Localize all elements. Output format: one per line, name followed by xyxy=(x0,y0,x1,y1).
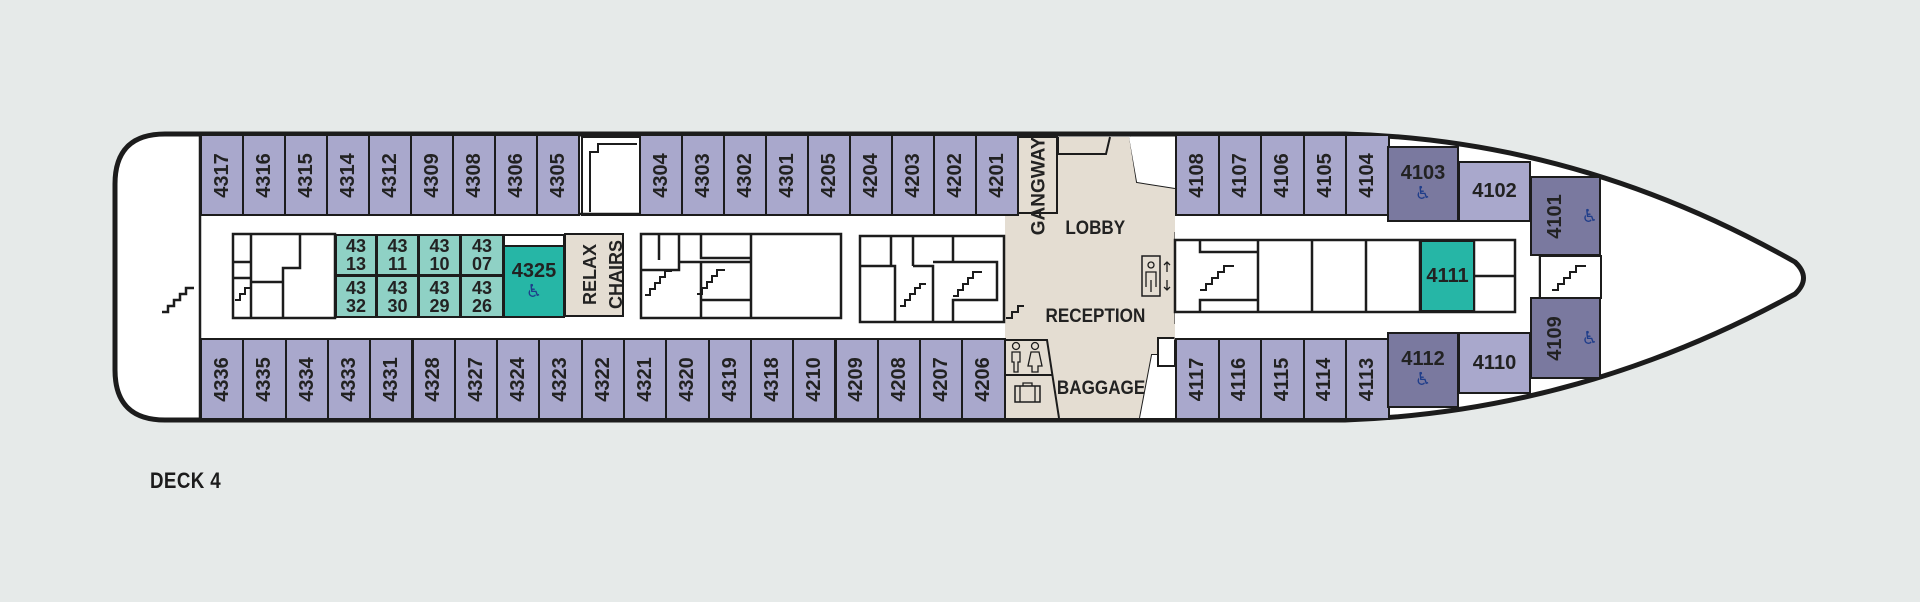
stairs-icon xyxy=(1006,305,1024,319)
cabin-4207[interactable]: 4207 xyxy=(919,338,964,420)
wheelchair-icon: ♿ xyxy=(525,280,543,301)
cabin-4321[interactable]: 4321 xyxy=(623,338,668,420)
cabin-4204[interactable]: 4204 xyxy=(849,134,893,216)
cabin-4336[interactable]: 4336 xyxy=(200,338,245,420)
cabin-4305[interactable]: 4305 xyxy=(536,134,580,216)
cabin-4103[interactable]: 4103♿ xyxy=(1387,146,1459,222)
stairs-icon xyxy=(697,269,725,295)
relax-label: RELAX xyxy=(580,243,601,306)
cabin-4312[interactable]: 4312 xyxy=(368,134,412,216)
cabin-4107[interactable]: 4107 xyxy=(1217,134,1262,216)
cabin-4111[interactable]: 4111 xyxy=(1420,240,1475,312)
cabin-4304[interactable]: 4304 xyxy=(639,134,683,216)
cabin-4206[interactable]: 4206 xyxy=(961,338,1006,420)
cabin-4322[interactable]: 4322 xyxy=(580,338,625,420)
cabin-4209[interactable]: 4209 xyxy=(834,338,879,420)
cabin-4109[interactable]: 4109♿ xyxy=(1530,297,1601,379)
lobby-label: LOBBY xyxy=(1065,218,1126,239)
relax-chairs-area xyxy=(564,233,624,317)
cabin-4112[interactable]: 4112♿ xyxy=(1387,332,1459,408)
wheelchair-icon: ♿ xyxy=(1581,205,1598,226)
cabin-4327[interactable]: 4327 xyxy=(453,338,499,420)
cabin-4114[interactable]: 4114 xyxy=(1302,338,1347,420)
stairs-icon xyxy=(900,283,926,307)
cabin-4113[interactable]: 4113 xyxy=(1345,338,1390,420)
cabin-4201[interactable]: 4201 xyxy=(975,134,1019,216)
cabin-4117[interactable]: 4117 xyxy=(1175,338,1220,420)
cabin-4202[interactable]: 4202 xyxy=(933,134,977,216)
cabin-4116[interactable]: 4116 xyxy=(1217,338,1262,420)
cabin-4335[interactable]: 4335 xyxy=(242,338,287,420)
wheelchair-icon: ♿ xyxy=(1414,183,1432,203)
cabin-4331[interactable]: 4331 xyxy=(369,338,414,420)
cabin-4303[interactable]: 4303 xyxy=(681,134,725,216)
baggage-label: BAGGAGE xyxy=(1056,378,1146,399)
cabin-4208[interactable]: 4208 xyxy=(876,338,922,420)
cabin-4328[interactable]: 4328 xyxy=(411,338,456,420)
cabin-4115[interactable]: 4115 xyxy=(1260,338,1305,420)
cabin-4102[interactable]: 4102 xyxy=(1458,161,1531,222)
cabin-4101[interactable]: 4101♿ xyxy=(1530,176,1601,256)
stairs-icon xyxy=(645,270,672,296)
cabin-4205[interactable]: 4205 xyxy=(807,134,851,216)
cabin-4325-alcove xyxy=(503,234,565,246)
cabin-4317[interactable]: 4317 xyxy=(200,134,244,216)
cabin-4110[interactable]: 4110 xyxy=(1458,332,1531,394)
cabin-4334[interactable]: 4334 xyxy=(284,338,329,420)
wheelchair-icon: ♿ xyxy=(1414,369,1432,389)
cabin-4106[interactable]: 4106 xyxy=(1260,134,1305,216)
cabin-4319[interactable]: 4319 xyxy=(707,338,752,420)
cabin-4104[interactable]: 4104 xyxy=(1345,134,1390,216)
cabin-4308[interactable]: 4308 xyxy=(452,134,496,216)
cabin-4105[interactable]: 4105 xyxy=(1302,134,1347,216)
cabin-4323[interactable]: 4323 xyxy=(538,338,583,420)
stairs-icon xyxy=(1552,265,1586,291)
cabin-4306[interactable]: 4306 xyxy=(494,134,538,216)
cabin-4301[interactable]: 4301 xyxy=(765,134,809,216)
cabin-4203[interactable]: 4203 xyxy=(891,134,935,216)
cabin-4333[interactable]: 4333 xyxy=(326,338,372,420)
cabin-4302[interactable]: 4302 xyxy=(723,134,767,216)
restroom-icon xyxy=(1011,341,1043,373)
wheelchair-icon: ♿ xyxy=(1581,327,1598,348)
cabin-4324[interactable]: 4324 xyxy=(496,338,541,420)
deck-title: DECK 4 xyxy=(150,468,222,493)
cabin-4315[interactable]: 4315 xyxy=(284,134,328,216)
cabin-4320[interactable]: 4320 xyxy=(665,338,710,420)
reception-label: RECEPTION xyxy=(1045,306,1146,327)
cabin-4210[interactable]: 4210 xyxy=(792,338,837,420)
stairs-icon xyxy=(1200,265,1234,291)
cabin-4316[interactable]: 4316 xyxy=(242,134,286,216)
cabin-4314[interactable]: 4314 xyxy=(326,134,370,216)
stairs-icon xyxy=(953,271,982,297)
elevator-icon xyxy=(1141,255,1171,297)
gangway-label: GANGWAY xyxy=(1028,136,1050,236)
chairs-label: CHAIRS xyxy=(606,239,627,310)
cabin-4318[interactable]: 4318 xyxy=(749,338,795,420)
cabin-4309[interactable]: 4309 xyxy=(410,134,454,216)
cabin-4325[interactable]: 4325♿ xyxy=(503,245,565,318)
stairs-icon xyxy=(162,286,194,314)
stairs-icon xyxy=(235,287,250,301)
cabin-4108[interactable]: 4108 xyxy=(1175,134,1220,216)
suitcase-icon xyxy=(1014,382,1041,403)
